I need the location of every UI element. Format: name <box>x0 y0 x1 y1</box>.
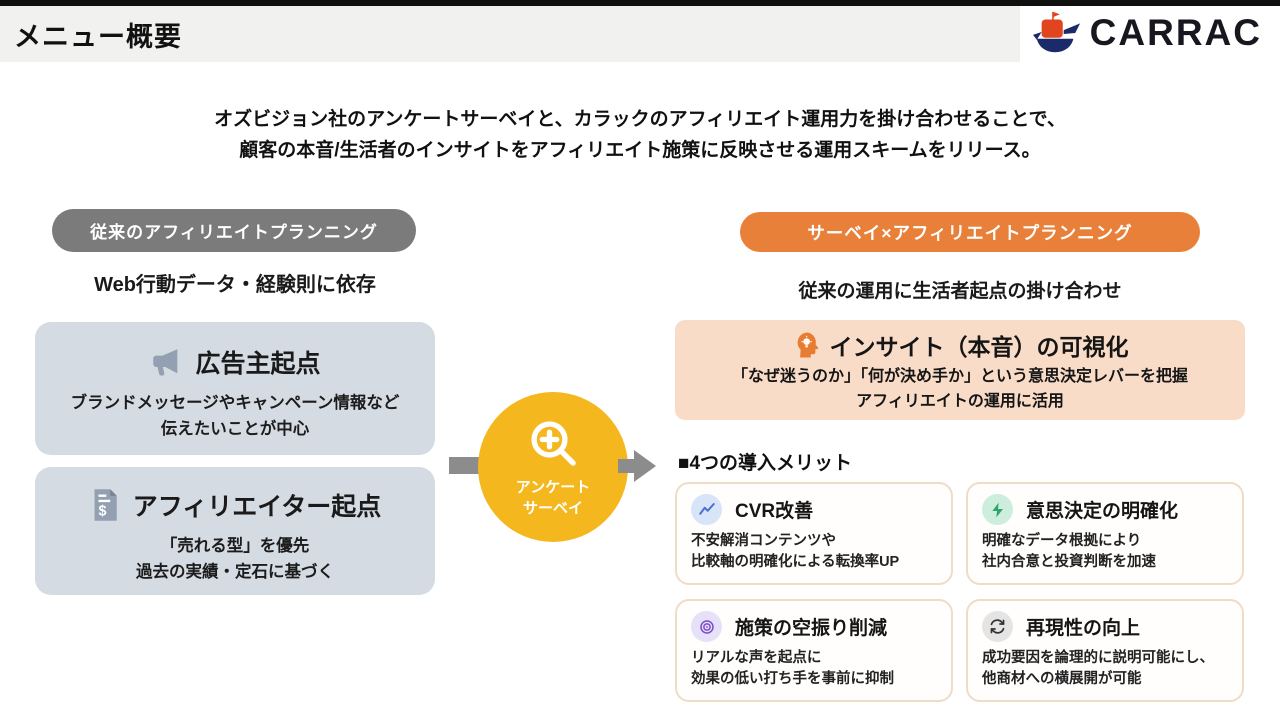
insight-line1: 「なぜ迷うのか」「何が決め手か」という意思決定レバーを把握 <box>731 368 1188 385</box>
right-subheading: 従来の運用に生活者起点の掛け合わせ <box>798 281 1122 302</box>
merit-card-reproducibility-line2: 他商材への横展開が可能 <box>982 671 1142 687</box>
intro-line-2: 顧客の本音/生活者のインサイトをアフィリエイト施策に反映させる運用スキームをリリ… <box>239 140 1041 161</box>
merit-card-decision-line1: 明確なデータ根拠により <box>982 533 1142 549</box>
legacy-planning-pill-label: 従来のアフィリエイトプランニング <box>90 223 378 242</box>
magnifier-plus-icon <box>525 415 581 471</box>
merit-card-cvr: CVR改善 不安解消コンテンツや 比較軸の明確化による転換率UP <box>675 482 953 585</box>
advertiser-origin-line1: ブランドメッセージやキャンペーン情報など <box>70 394 400 412</box>
page-title: メニュー概要 <box>14 21 182 52</box>
bolt-icon <box>982 494 1013 525</box>
intro-text: オズビジョン社のアンケートサーベイと、カラックのアフィリエイト運用力を掛け合わせ… <box>0 104 1280 166</box>
intro-line-1: オズビジョン社のアンケートサーベイと、カラックのアフィリエイト運用力を掛け合わせ… <box>214 109 1066 130</box>
advertiser-origin-box: 広告主起点 ブランドメッセージやキャンペーン情報など 伝えたいことが中心 <box>35 322 435 455</box>
ship-logo-icon <box>1032 10 1082 56</box>
insight-title: インサイト（本音）の可視化 <box>829 334 1129 360</box>
affiliater-origin-line2: 過去の実績・定石に基づく <box>136 563 334 581</box>
merit-card-reproducibility-line1: 成功要因を論理的に説明可能にし、 <box>982 650 1214 666</box>
legacy-planning-pill: 従来のアフィリエイトプランニング <box>52 209 416 252</box>
merit-card-decision: 意思決定の明確化 明確なデータ根拠により 社内合意と投資判断を加速 <box>966 482 1244 585</box>
merit-card-missfire: 施策の空振り削減 リアルな声を起点に 効果の低い打ち手を事前に抑制 <box>675 599 953 702</box>
invoice-icon: $ <box>89 488 121 522</box>
survey-affiliate-pill-label: サーベイ×アフィリエイトプランニング <box>807 222 1133 243</box>
survey-circle-label: アンケート サーベイ <box>516 477 590 519</box>
right-arrow-shaft <box>618 459 636 473</box>
insight-box: インサイト（本音）の可視化 「なぜ迷うのか」「何が決め手か」という意思決定レバー… <box>675 320 1245 420</box>
survey-circle: アンケート サーベイ <box>478 392 628 542</box>
left-arrow-stub <box>449 457 479 474</box>
company-logo: CARRAC <box>1032 10 1262 56</box>
survey-label-line1: アンケート <box>515 479 591 496</box>
header: メニュー概要 <box>0 6 1020 62</box>
merit-card-missfire-line1: リアルな声を起点に <box>691 650 822 666</box>
svg-text:$: $ <box>98 503 106 519</box>
target-icon <box>691 611 722 642</box>
insight-line2: アフィリエイトの運用に活用 <box>856 393 1064 410</box>
merit-card-missfire-line2: 効果の低い打ち手を事前に抑制 <box>691 671 894 687</box>
survey-affiliate-pill: サーベイ×アフィリエイトプランニング <box>740 212 1200 252</box>
head-lightbulb-icon <box>792 330 822 360</box>
merit-cards: CVR改善 不安解消コンテンツや 比較軸の明確化による転換率UP 意思決定の明確… <box>675 482 1245 702</box>
merit-card-reproducibility-title: 再現性の向上 <box>1026 618 1141 639</box>
affiliater-origin-line1: 「売れる型」を優先 <box>160 537 310 555</box>
merit-card-cvr-title: CVR改善 <box>735 501 814 522</box>
megaphone-icon <box>149 345 183 379</box>
affiliater-origin-title: アフィリエイター起点 <box>132 493 382 521</box>
refresh-icon <box>982 611 1013 642</box>
merit-card-cvr-line1: 不安解消コンテンツや <box>691 533 836 549</box>
top-accent-bar <box>0 0 1280 6</box>
merit-card-cvr-line2: 比較軸の明確化による転換率UP <box>691 554 900 570</box>
left-subheading: Web行動データ・経験則に依存 <box>94 274 376 296</box>
merits-heading: ■4つの導入メリット <box>678 453 853 474</box>
survey-label-line2: サーベイ <box>522 500 583 517</box>
logo-wordmark: CARRAC <box>1089 12 1262 53</box>
affiliater-origin-box: $ アフィリエイター起点 「売れる型」を優先 過去の実績・定石に基づく <box>35 467 435 595</box>
merit-card-missfire-title: 施策の空振り削減 <box>735 618 888 639</box>
merit-card-reproducibility: 再現性の向上 成功要因を論理的に説明可能にし、 他商材への横展開が可能 <box>966 599 1244 702</box>
merit-card-decision-title: 意思決定の明確化 <box>1026 501 1179 522</box>
advertiser-origin-line2: 伝えたいことが中心 <box>160 420 310 438</box>
line-chart-icon <box>691 494 722 525</box>
advertiser-origin-title: 広告主起点 <box>195 350 321 378</box>
merit-card-decision-line2: 社内合意と投資判断を加速 <box>982 554 1156 570</box>
right-arrow-head <box>634 450 656 482</box>
